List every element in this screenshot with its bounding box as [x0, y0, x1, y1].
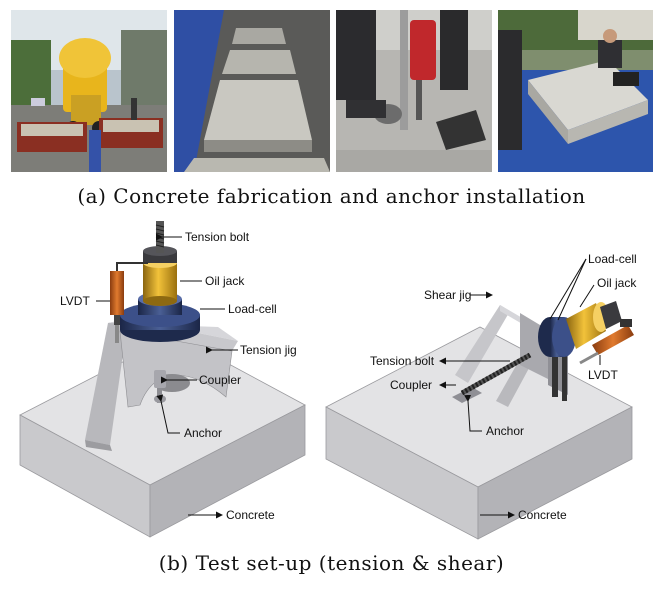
label-concrete-right: Concrete	[518, 508, 567, 522]
tension-coupler	[154, 370, 166, 388]
label-shear-jig: Shear jig	[424, 288, 471, 302]
label-coupler-left: Coupler	[199, 373, 241, 387]
label-lvdt-right: LVDT	[588, 368, 618, 382]
label-tension-bolt-right: Tension bolt	[370, 354, 435, 368]
label-anchor-left: Anchor	[184, 426, 222, 440]
caption-a: (a) Concrete fabrication and anchor inst…	[77, 184, 586, 208]
photo-anchor-drilling	[336, 10, 492, 172]
tension-anchor	[157, 385, 162, 403]
label-tension-jig: Tension jig	[240, 343, 297, 357]
test-setup-diagram: Tension bolt Oil jack LVDT Load-cell Ten…	[19, 221, 637, 540]
tension-oil-jack	[143, 246, 177, 306]
label-anchor-right: Anchor	[486, 424, 524, 438]
photo-anchor-installation	[498, 10, 653, 172]
label-oil-jack-left: Oil jack	[205, 274, 245, 288]
label-concrete-left: Concrete	[226, 508, 275, 522]
label-load-cell-left: Load-cell	[228, 302, 277, 316]
tension-lvdt	[110, 262, 148, 343]
shear-lvdt	[579, 319, 634, 365]
shear-setup	[325, 301, 634, 540]
tension-labels: Tension bolt Oil jack LVDT Load-cell Ten…	[60, 230, 297, 522]
shear-oil-jack	[566, 301, 622, 349]
label-oil-jack-right: Oil jack	[597, 276, 637, 290]
shear-tension-bolt	[460, 352, 532, 396]
label-coupler-right: Coupler	[390, 378, 432, 392]
label-tension-bolt-left: Tension bolt	[185, 230, 250, 244]
tension-setup	[19, 221, 306, 538]
shear-jig	[452, 305, 568, 407]
label-load-cell-right: Load-cell	[588, 252, 637, 266]
photo-concrete-mixer	[11, 10, 167, 172]
label-lvdt-left: LVDT	[60, 294, 90, 308]
caption-b: (b) Test set-up (tension & shear)	[158, 551, 505, 575]
shear-labels: Load-cell Shear jig Oil jack Tension bol…	[370, 252, 637, 522]
photo-concrete-slabs	[174, 10, 330, 172]
